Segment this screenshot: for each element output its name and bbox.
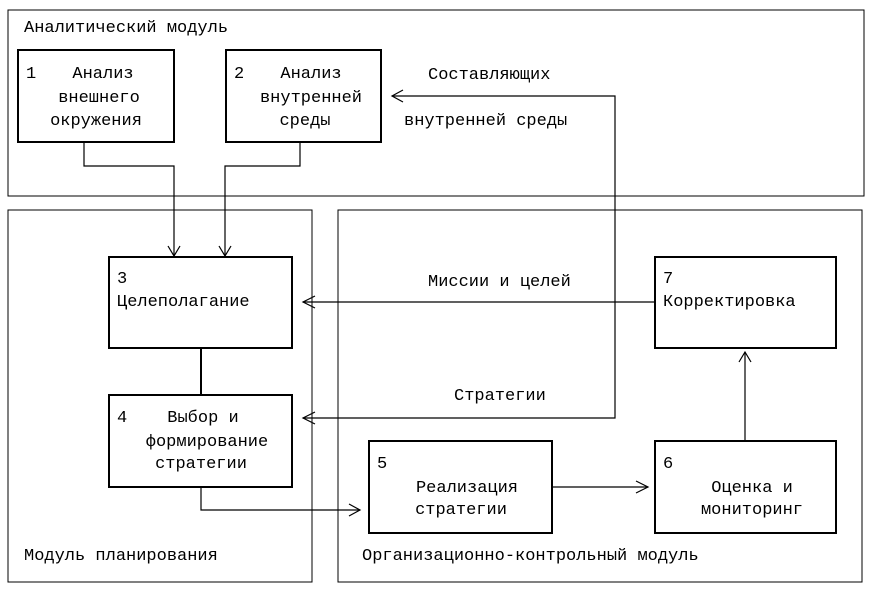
box-6-evaluation: 6 Оценка и мониторинг xyxy=(654,440,837,534)
box-7-number: 7 xyxy=(663,270,673,289)
box-3-line-1: Целеполагание xyxy=(117,293,250,312)
box-4-number: 4 xyxy=(117,409,127,428)
analytical-module-title: Аналитический модуль xyxy=(24,19,228,38)
box-1-number: 1 xyxy=(26,65,36,84)
box-1-external-analysis: 1 Анализ внешнего окружения xyxy=(17,49,175,143)
planning-module-title: Модуль планирования xyxy=(24,547,218,566)
edge-label-missions: Миссии и целей xyxy=(428,273,571,292)
box-2-number: 2 xyxy=(234,65,244,84)
box-2-line-1: Анализ xyxy=(280,65,341,84)
box-6-line-1: Оценка и xyxy=(711,479,793,498)
box-2-internal-analysis: 2 Анализ внутренней среды xyxy=(225,49,382,143)
connector-7-to-2 xyxy=(392,95,616,302)
arrowhead-7-to-3 xyxy=(301,295,316,309)
planning-module-frame xyxy=(7,209,313,583)
box-2-line-3: среды xyxy=(279,112,330,131)
arrowhead-7-to-2 xyxy=(390,89,404,103)
org-control-module-title: Организационно-контрольный модуль xyxy=(362,547,699,566)
arrowhead-5-to-6 xyxy=(635,480,650,494)
edge-label-strategies: Стратегии xyxy=(454,387,546,406)
box-4-strategy-selection: 4 Выбор и формирование стратегии xyxy=(108,394,293,488)
edge-label-components: Составляющих xyxy=(428,66,550,85)
analytical-module-frame xyxy=(7,9,865,197)
box-4-line-3: стратегии xyxy=(155,455,247,474)
box-7-correction: 7 Корректировка xyxy=(654,256,837,349)
box-4-line-2: формирование xyxy=(146,433,268,452)
edge-label-internal-env: внутренней среды xyxy=(404,112,567,131)
connector-4-to-5 xyxy=(200,487,360,511)
connector-2-to-3 xyxy=(224,142,301,256)
org-control-module-frame xyxy=(337,209,863,583)
box-1-line-3: окружения xyxy=(50,112,142,131)
box-6-line-2: мониторинг xyxy=(701,501,803,520)
box-4-line-1: Выбор и xyxy=(167,409,238,428)
box-3-number: 3 xyxy=(117,270,127,289)
box-1-line-1: Анализ xyxy=(72,65,133,84)
box-6-number: 6 xyxy=(663,455,673,474)
connector-7-to-4 xyxy=(303,302,616,419)
box-5-implementation: 5 Реализация стратегии xyxy=(368,440,553,534)
arrowhead-7-to-4 xyxy=(301,411,316,425)
box-3-goal-setting: 3 Целеполагание xyxy=(108,256,293,349)
box-1-line-2: внешнего xyxy=(58,89,140,108)
box-7-line-1: Корректировка xyxy=(663,293,796,312)
box-5-line-1: Реализация xyxy=(416,479,518,498)
box-5-number: 5 xyxy=(377,455,387,474)
arrowhead-4-to-5 xyxy=(348,503,362,517)
connector-1-to-3 xyxy=(83,142,175,256)
arrowhead-6-to-7 xyxy=(738,350,752,363)
box-2-line-2: внутренней xyxy=(260,89,362,108)
box-5-line-2: стратегии xyxy=(415,501,507,520)
